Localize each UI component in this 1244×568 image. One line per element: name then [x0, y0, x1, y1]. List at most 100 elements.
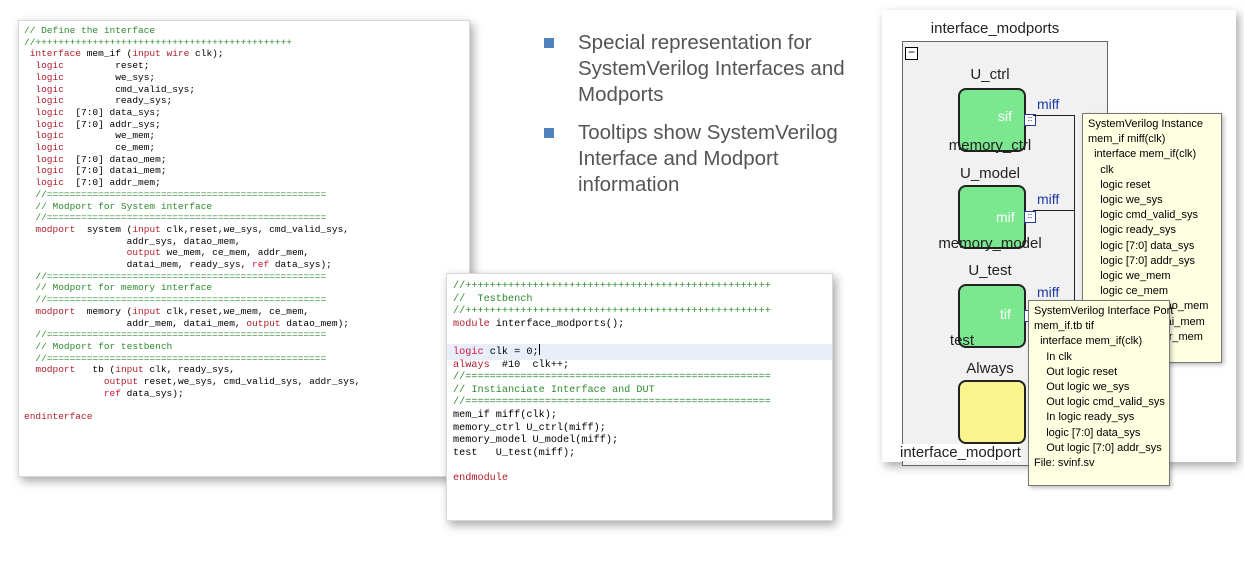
- code-token: we_mem;: [63, 130, 156, 142]
- instance-block-u-test[interactable]: tif ::: [958, 284, 1036, 348]
- code-token: [24, 388, 104, 399]
- tooltip-line: logic ready_sys: [1088, 224, 1177, 237]
- code-token: [24, 224, 35, 235]
- bullet-square-icon: [544, 38, 554, 48]
- code-token: always: [453, 359, 490, 371]
- code-line: logic cmd_valid_sys;: [24, 84, 360, 96]
- code-line: logic [7:0] addr_mem;: [24, 177, 360, 189]
- tooltip-line: SystemVerilog Instance: [1088, 118, 1203, 130]
- code-token: memory (: [75, 305, 133, 317]
- code-line: //======================================…: [453, 372, 832, 385]
- code-token: modport: [35, 305, 76, 317]
- code-token: system (: [75, 223, 133, 235]
- net-label: miff: [1037, 284, 1060, 300]
- code-token: // Modport for System interface: [24, 200, 213, 212]
- code-token: // Modport for memory interface: [24, 282, 213, 294]
- always-block[interactable]: [958, 380, 1026, 444]
- code-token: test U_test(miff);: [453, 447, 576, 459]
- code-token: data_sys);: [269, 259, 332, 271]
- code-token: mem_if (: [81, 48, 133, 60]
- code-token: clk = 0;: [483, 346, 539, 358]
- code-line: ref data_sys);: [24, 388, 360, 400]
- net-label: miff: [1037, 96, 1060, 112]
- code-token: [24, 95, 35, 106]
- collapse-icon[interactable]: −: [905, 46, 918, 60]
- port-label: tif: [1000, 306, 1011, 322]
- code-token: input: [132, 223, 161, 235]
- net-label: miff: [1037, 191, 1060, 207]
- instance-block-u-model[interactable]: mif ::: [958, 185, 1036, 249]
- code-token: interface: [29, 48, 82, 60]
- code-token: we_mem, ce_mem, addr_mem,: [160, 247, 310, 259]
- bullet-list: Special representation for SystemVerilog…: [544, 30, 884, 210]
- code-token: [24, 376, 104, 387]
- interface-port-icon[interactable]: ::: [1024, 114, 1036, 126]
- tooltip-line: logic [7:0] data_sys: [1088, 239, 1195, 252]
- port-label: mif: [996, 209, 1015, 225]
- tooltip-line: interface mem_if(clk): [1034, 335, 1143, 348]
- code-token: logic: [35, 118, 64, 130]
- tooltip-line: Out logic we_sys: [1034, 381, 1130, 394]
- code-token: [24, 84, 35, 95]
- tooltip-line: logic ce_mem: [1088, 285, 1169, 298]
- code-line: logic reset;: [24, 60, 360, 72]
- code-line: [24, 400, 360, 412]
- code-token: addr_mem, datai_mem,: [24, 317, 247, 329]
- tooltip-line: Out logic reset: [1034, 365, 1118, 378]
- code-token: clk,reset,we_sys, cmd_valid_sys,: [160, 223, 349, 235]
- code-line: //++++++++++++++++++++++++++++++++++++++…: [453, 281, 832, 294]
- tooltip-line: In clk: [1034, 350, 1072, 363]
- code-token: //======================================…: [24, 329, 327, 341]
- tooltip-line: File: svinf.sv: [1034, 457, 1095, 470]
- net-wire: [1033, 210, 1075, 211]
- code-line: logic clk = 0;: [447, 343, 832, 360]
- testbench-code-panel[interactable]: //++++++++++++++++++++++++++++++++++++++…: [446, 273, 833, 521]
- code-token: logic: [35, 165, 64, 177]
- code-token: //======================================…: [24, 270, 327, 282]
- code-token: datao_mem);: [280, 317, 349, 329]
- net-wire: [1074, 115, 1075, 309]
- code-token: logic: [35, 71, 64, 83]
- tooltip-line: logic [7:0] data_sys: [1034, 426, 1141, 439]
- code-token: reset;: [63, 60, 150, 72]
- code-token: ref: [252, 259, 270, 271]
- code-token: logic: [453, 346, 484, 358]
- code-token: output: [126, 247, 161, 259]
- code-token: cmd_valid_sys;: [63, 83, 196, 95]
- code-token: logic: [35, 106, 64, 118]
- code-token: [7:0] data_sys;: [63, 106, 161, 118]
- code-token: [24, 306, 35, 317]
- module-name-label: memory_model: [938, 235, 1042, 252]
- code-token: //======================================…: [453, 397, 771, 409]
- code-token: memory_model U_model(miff);: [453, 435, 619, 447]
- code-token: output: [246, 317, 281, 329]
- code-token: // Modport for testbench: [24, 340, 173, 352]
- code-token: [7:0] datao_mem;: [63, 153, 167, 165]
- code-token: //++++++++++++++++++++++++++++++++++++++…: [24, 36, 292, 48]
- instance-name-label: U_test: [968, 262, 1012, 279]
- code-token: module: [453, 318, 490, 330]
- code-line: [453, 460, 832, 473]
- tooltip-line: Out logic [7:0] addr_sys: [1034, 441, 1162, 454]
- code-token: //======================================…: [453, 372, 771, 384]
- module-name-label: memory_ctrl: [948, 137, 1032, 154]
- code-token: output: [103, 376, 139, 388]
- code-line: memory_ctrl U_ctrl(miff);: [453, 423, 832, 436]
- tooltip-line: In logic ready_sys: [1034, 411, 1135, 424]
- interface-code-text: // Define the interface//+++++++++++++++…: [24, 25, 360, 423]
- code-line: // Modport for testbench: [24, 341, 360, 353]
- schematic-title: interface_modports: [930, 20, 1060, 37]
- testbench-code-text[interactable]: //++++++++++++++++++++++++++++++++++++++…: [447, 281, 832, 486]
- code-token: logic: [35, 177, 64, 189]
- code-line: //======================================…: [24, 353, 360, 365]
- interface-port-icon[interactable]: ::: [1024, 211, 1036, 223]
- code-line: [453, 331, 832, 344]
- code-line: module interface_modports();: [453, 319, 832, 332]
- net-wire: [1033, 115, 1075, 116]
- code-line: modport memory (input clk,reset,we_mem, …: [24, 306, 360, 318]
- tooltip-line: Out logic cmd_valid_sys: [1034, 396, 1165, 409]
- tooltip-line: mem_if miff(clk): [1088, 133, 1166, 146]
- code-line: logic [7:0] datao_mem;: [24, 154, 360, 166]
- instance-block-u-ctrl[interactable]: sif ::: [958, 88, 1036, 152]
